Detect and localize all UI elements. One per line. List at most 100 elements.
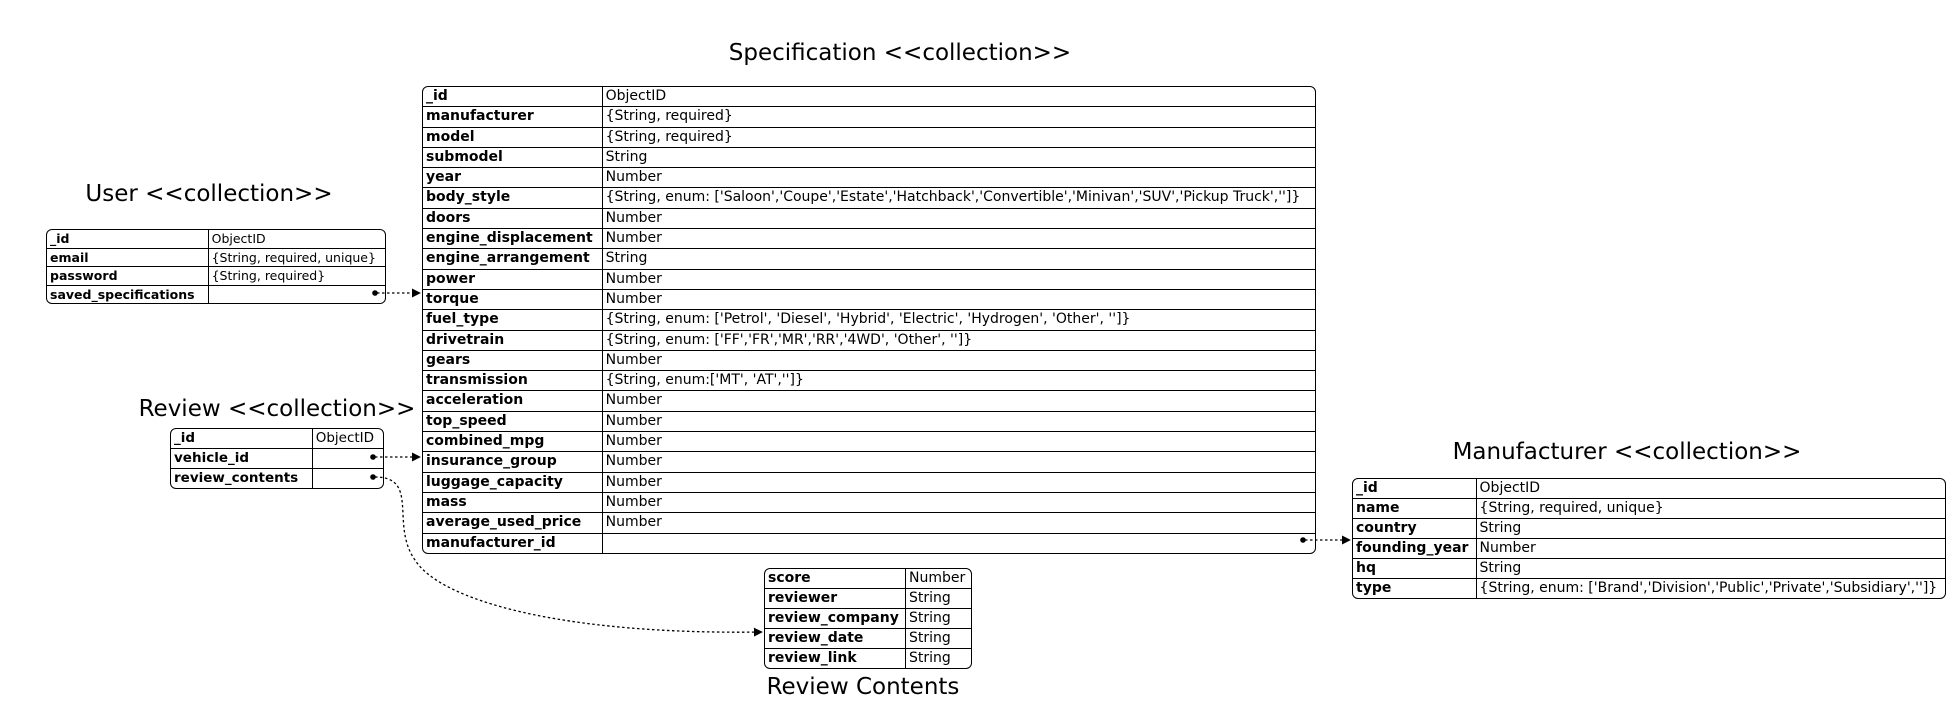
field-type: {String, enum: ['Brand','Division','Publ… — [1479, 580, 1938, 596]
field-name: transmission — [423, 371, 603, 392]
field-name: _id — [171, 429, 313, 449]
specification-title: Specification <<collection>> — [728, 40, 1072, 66]
field-name: gears — [423, 350, 603, 372]
field-name: type — [1353, 579, 1477, 598]
field-row: password{String, required} — [47, 267, 385, 286]
field-type: String — [906, 609, 971, 629]
field-name: acceleration — [423, 391, 603, 412]
field-type: {String, enum:['MT', 'AT','']} — [602, 371, 1315, 392]
field-type: Number — [1476, 539, 1945, 559]
user-title: User <<collection>> — [85, 181, 333, 207]
field-type — [312, 449, 383, 469]
field-name: founding_year — [1353, 539, 1477, 559]
field-type: {String, enum: ['Saloon','Coupe','Estate… — [602, 188, 1315, 209]
field-name: _id — [423, 87, 603, 108]
field-type: Number — [602, 452, 1315, 473]
field-type: Number — [602, 493, 1315, 514]
field-name: score — [765, 569, 906, 589]
field-row: email{String, required, unique} — [47, 248, 385, 267]
review-contents-title: Review Contents — [766, 674, 960, 700]
field-name: manufacturer — [423, 107, 603, 128]
field-name: body_style — [423, 188, 603, 209]
field-name: drivetrain — [423, 330, 603, 351]
field-row: drivetrain{String, enum: ['FF','FR','MR'… — [423, 330, 1315, 351]
field-type — [313, 469, 383, 488]
field-type: Number — [602, 168, 1315, 189]
field-type: Number — [602, 229, 1315, 250]
field-name: insurance_group — [423, 452, 603, 473]
field-name: manufacturer_id — [423, 533, 603, 553]
field-name: review_contents — [171, 469, 313, 488]
field-type: Number — [906, 569, 971, 589]
field-type: {String, required} — [208, 267, 385, 286]
field-row: fuel_type{String, enum: ['Petrol', 'Dies… — [423, 310, 1315, 331]
field-type: Number — [602, 412, 1315, 433]
field-type: String — [1476, 519, 1945, 539]
field-name: submodel — [423, 147, 603, 169]
field-name: review_company — [765, 609, 906, 629]
field-name: reviewer — [765, 589, 906, 609]
field-name: year — [423, 168, 603, 189]
field-name: country — [1353, 519, 1477, 539]
field-name: luggage_capacity — [423, 472, 603, 493]
field-type: Number — [602, 209, 1315, 230]
field-type: {String, required, unique} — [1476, 499, 1945, 519]
manufacturer-title: Manufacturer <<collection>> — [1452, 439, 1802, 465]
field-type: ObjectID — [312, 429, 383, 449]
field-type: {String, required} — [602, 128, 1315, 148]
field-type: Number — [602, 290, 1315, 311]
field-name: power — [423, 269, 603, 290]
field-row: manufacturer_id — [423, 533, 1315, 553]
field-name: top_speed — [423, 411, 603, 433]
field-name: doors — [423, 208, 603, 230]
field-name: combined_mpg — [423, 432, 603, 453]
field-type: Number — [602, 513, 1315, 534]
field-name: engine_displacement — [423, 229, 603, 250]
field-name: average_used_price — [423, 513, 603, 534]
field-type: String — [602, 249, 1315, 270]
field-type: {String, enum: ['FF','FR','MR','RR','4WD… — [602, 331, 1315, 351]
field-type: Number — [602, 391, 1315, 412]
field-row: body_style{String, enum: ['Saloon','Coup… — [423, 188, 1315, 209]
field-name: torque — [423, 289, 603, 311]
field-type: ObjectID — [208, 230, 385, 249]
field-type — [209, 286, 385, 304]
field-name: review_date — [765, 629, 906, 649]
field-name: engine_arrangement — [423, 249, 603, 270]
field-type: {String, required, unique} — [208, 249, 385, 267]
field-row: name{String, required, unique} — [1353, 499, 1945, 519]
field-type — [603, 534, 1315, 553]
field-name: password — [47, 267, 209, 286]
field-name: fuel_type — [423, 310, 603, 331]
field-name: model — [423, 127, 603, 148]
field-row: type{String, enum: ['Brand','Division','… — [1353, 579, 1945, 598]
field-name: _id — [1353, 479, 1477, 499]
field-type: String — [602, 148, 1315, 169]
field-name: mass — [423, 492, 603, 514]
field-type: String — [909, 650, 951, 666]
field-type: Number — [602, 432, 1315, 453]
field-name: email — [47, 248, 209, 267]
field-type: ObjectID — [1476, 479, 1945, 499]
field-row: manufacturer{String, required} — [423, 107, 1315, 128]
field-name: review_link — [765, 649, 906, 668]
